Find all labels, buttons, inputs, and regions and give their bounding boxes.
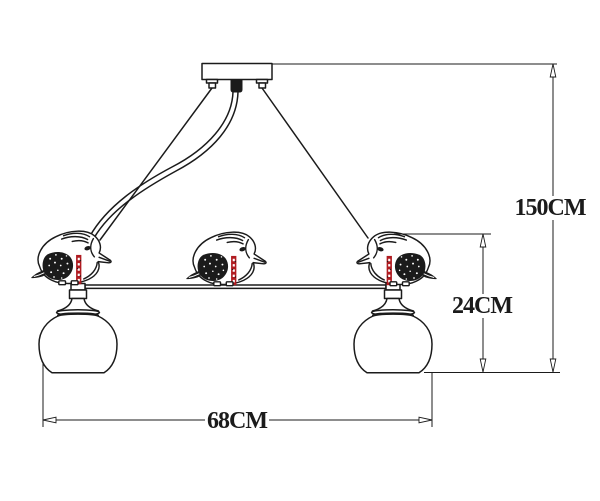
dim-height-label: 150CM bbox=[512, 195, 588, 221]
lamp-socket bbox=[383, 289, 403, 300]
dimension-arrow bbox=[549, 63, 557, 78]
globe-shade bbox=[353, 313, 433, 374]
dimension-arrow bbox=[418, 416, 433, 424]
suspension-cable-left bbox=[99, 87, 213, 241]
bird-right bbox=[355, 231, 439, 287]
ceiling-canopy bbox=[201, 62, 273, 93]
bird-left bbox=[29, 230, 113, 286]
bird-bar bbox=[84, 284, 387, 290]
suspension-cable-right bbox=[261, 87, 369, 239]
dimension-arrow bbox=[479, 233, 487, 248]
suspension bbox=[89, 87, 369, 241]
dimension-arrow bbox=[549, 358, 557, 373]
dimension-arrow bbox=[42, 416, 57, 424]
dim-width-label: 68CM bbox=[205, 408, 269, 434]
cord-grip bbox=[230, 79, 243, 93]
dim-drop-label: 24CM bbox=[450, 293, 514, 319]
power-cord bbox=[93, 91, 239, 239]
power-cord bbox=[89, 91, 234, 237]
globe-shade bbox=[38, 313, 118, 374]
lamp-left bbox=[38, 282, 118, 374]
cable-nipple-right bbox=[258, 82, 267, 89]
lamp-socket bbox=[68, 289, 88, 300]
dimension-lines bbox=[42, 63, 560, 427]
canopy-plate bbox=[201, 62, 273, 81]
bird-middle bbox=[184, 231, 268, 287]
lamp-right bbox=[353, 282, 433, 374]
cable-nipple-left bbox=[208, 82, 217, 89]
dimension-arrow bbox=[479, 358, 487, 373]
